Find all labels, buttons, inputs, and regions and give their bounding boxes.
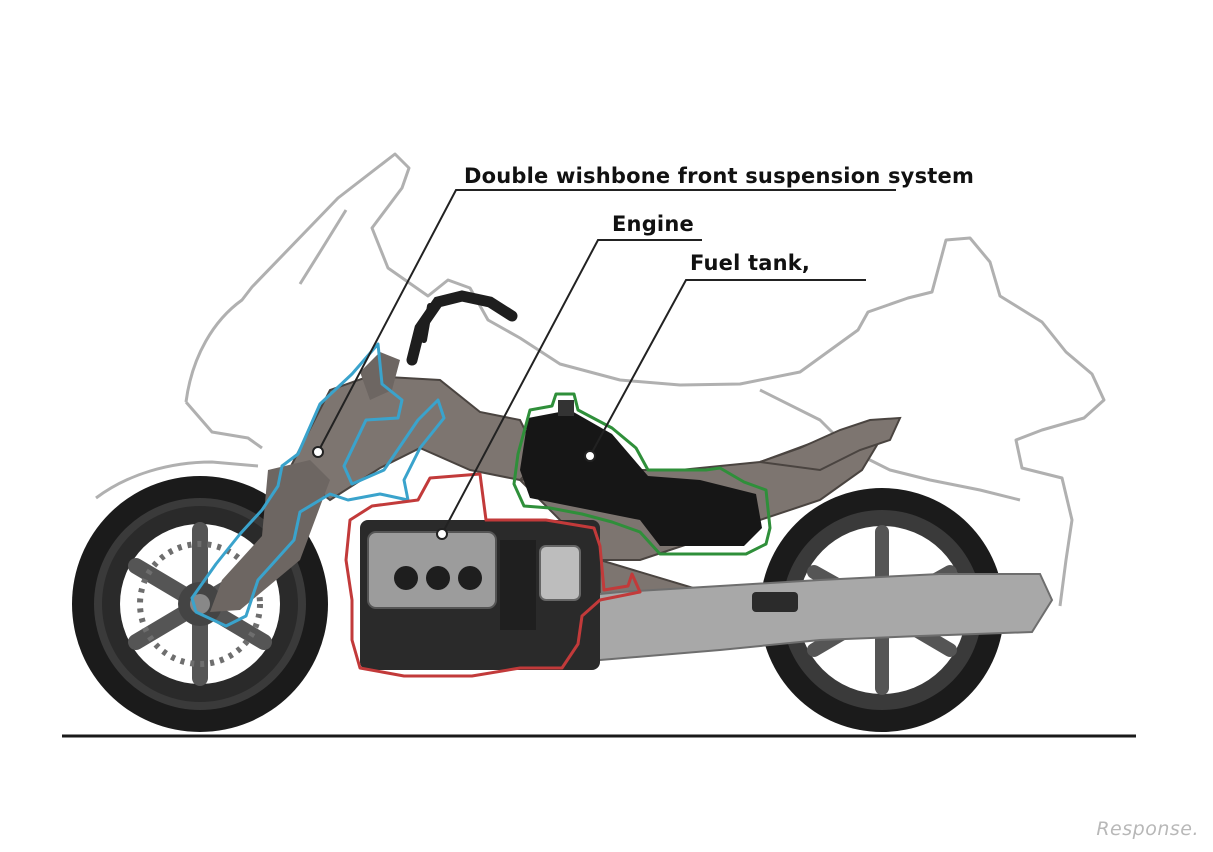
suspension-highlight-outline — [190, 342, 446, 628]
suspension-callout-label: Double wishbone front suspension system — [464, 164, 975, 188]
engine-block — [360, 520, 600, 670]
fuel-tank-leader-line — [589, 279, 866, 457]
leader-dots — [312, 446, 596, 540]
suspension-leader-line — [317, 189, 896, 453]
response-watermark: Response. — [1096, 818, 1199, 840]
handlebar — [406, 290, 518, 366]
suspension-leader-dot — [312, 446, 324, 458]
engine-highlight-outline — [344, 472, 642, 678]
fuel-tank-callout-label: Fuel tank, — [690, 251, 811, 275]
fuel-tank-leader-dot — [584, 450, 596, 462]
fuel-tank — [520, 400, 762, 546]
engine-leader-line — [441, 239, 702, 535]
engine-callout-label: Engine — [612, 212, 694, 236]
engine-leader-dot — [436, 528, 448, 540]
fuel-tank-highlight-outline — [512, 392, 772, 556]
leader-lines — [317, 189, 896, 535]
bodywork-outline — [95, 152, 1106, 607]
